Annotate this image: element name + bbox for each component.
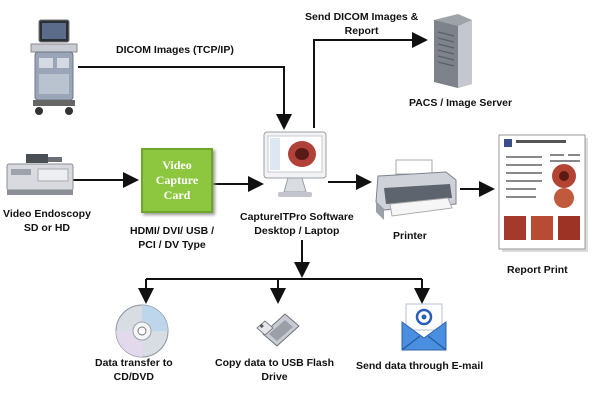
report-print-label: Report Print (507, 264, 568, 276)
dicom-images-label: DICOM Images (TCP/IP) (116, 44, 234, 56)
pacs-label: PACS / Image Server (409, 97, 513, 109)
ultrasound-scanner-icon (30, 19, 78, 115)
usb-flash-label: Copy data to USB Flash Drive (215, 357, 335, 383)
video-endoscopy-label: Video Endoscopy SD or HD (3, 208, 91, 234)
arrow-ultrasound-to-computer (78, 66, 292, 130)
data-cd-label: Data transfer to CD/DVD (95, 357, 173, 383)
usb-flash-drive-icon (256, 313, 300, 347)
computer-monitor-icon (263, 131, 327, 197)
endoscopy-processor-icon (6, 154, 74, 195)
capture-card-label: Video Capture Card (155, 158, 199, 202)
card-types-label: HDMI/ DVI/ USB / PCI / DV Type (130, 225, 215, 251)
arrow-computer-to-pacs (313, 32, 428, 128)
report-sheet-icon (498, 134, 588, 252)
printer-icon (375, 159, 457, 220)
email-label: Send data through E-mail (356, 360, 484, 372)
cd-dvd-icon (115, 304, 169, 358)
send-dicom-label: Send DICOM Images & Report (305, 11, 419, 37)
video-capture-card: Video Capture Card (141, 148, 213, 213)
email-envelope-icon (401, 303, 447, 351)
software-label: CaptureITPro Software Desktop / Laptop (240, 211, 354, 237)
printer-label: Printer (393, 230, 427, 242)
server-tower-icon (434, 14, 472, 88)
